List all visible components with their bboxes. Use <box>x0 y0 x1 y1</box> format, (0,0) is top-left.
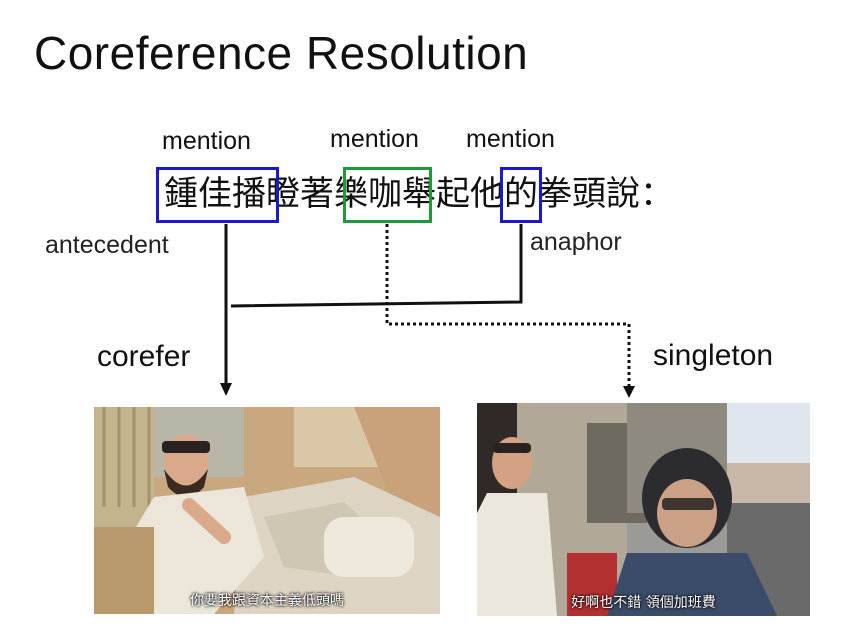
sentence-segment-anaphor: 他 <box>470 174 504 214</box>
corefer-photo: 你要我跟資本主義低頭嗎 <box>94 407 440 614</box>
anaphor-link-line <box>230 224 523 308</box>
sentence-segment: 的拳頭說： <box>504 174 674 214</box>
corefer-photo-caption: 你要我跟資本主義低頭嗎 <box>190 593 344 609</box>
singleton-label: singleton <box>653 339 774 372</box>
corefer-arrowhead <box>220 383 232 396</box>
anaphor-mention-box <box>500 167 542 223</box>
corefer-label: corefer <box>97 340 191 373</box>
sentence-segment: 舉起 <box>402 174 470 214</box>
singleton-arrowhead <box>623 386 635 398</box>
antecedent-mention-box <box>156 167 279 223</box>
mention-label-3: mention <box>466 125 555 153</box>
sentence-segment-antecedent: 鍾佳播 <box>164 174 266 214</box>
singleton-mention-box <box>343 167 432 223</box>
mention-label-1: mention <box>162 127 251 155</box>
singleton-photo-caption: 好啊也不錯 領個加班費 <box>571 595 716 611</box>
corefer-photo-image <box>94 407 440 614</box>
slide-title: Coreference Resolution <box>34 27 529 79</box>
anaphor-label: anaphor <box>530 228 622 256</box>
example-sentence: 鍾佳播瞪著樂咖舉起他的拳頭說： <box>164 170 674 218</box>
antecedent-label: antecedent <box>45 231 169 259</box>
singleton-photo-image <box>477 403 810 616</box>
singleton-dotted-line <box>385 224 631 388</box>
mention-label-2: mention <box>330 125 419 153</box>
singleton-photo: 好啊也不錯 領個加班費 <box>477 403 810 616</box>
